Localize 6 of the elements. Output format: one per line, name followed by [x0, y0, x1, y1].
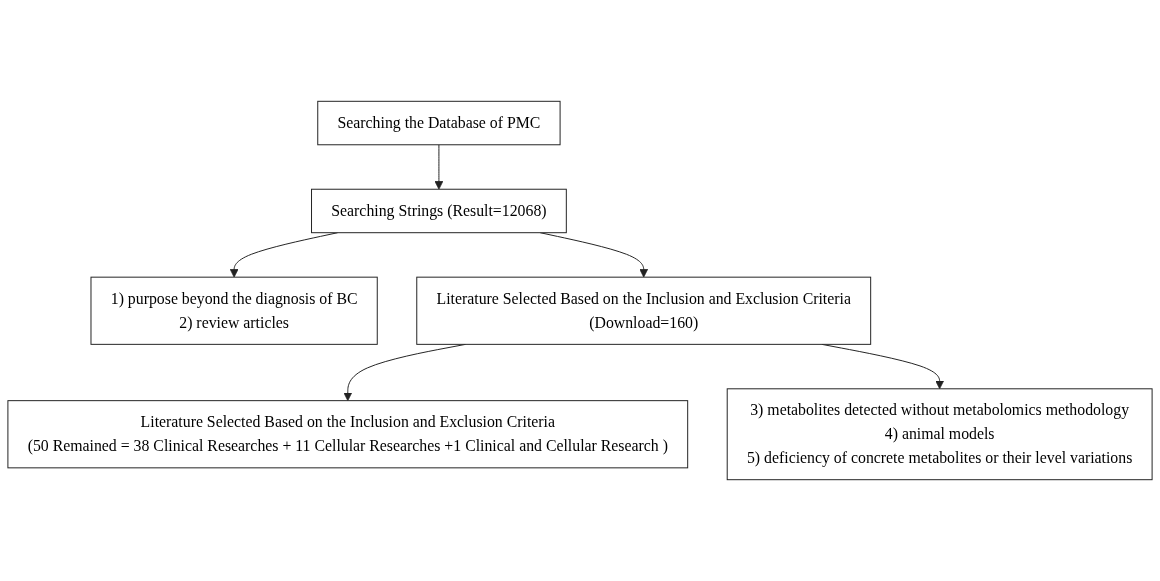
- node-box: 1) purpose beyond the diagnosis of BC 2) review articles: [90, 276, 378, 345]
- node-box: Searching Strings (Result=12068): [311, 188, 567, 234]
- node-box: Literature Selected Based on the Inclusion and Exclusion Criteria (Download=160): [416, 276, 872, 345]
- node-box: Literature Selected Based on the Inclusion and Exclusion Criteria (50 Remained = 38 Clinical Researches + 11 Cellular Researches +1 Clinical and Cellular Research ): [7, 400, 689, 469]
- node-box: Searching the Database of PMC: [317, 100, 561, 146]
- node-box: 3) metabolites detected without metabolomics methodology 4) animal models 5) deficiency of concrete metabolites or their level variations: [726, 388, 1153, 481]
